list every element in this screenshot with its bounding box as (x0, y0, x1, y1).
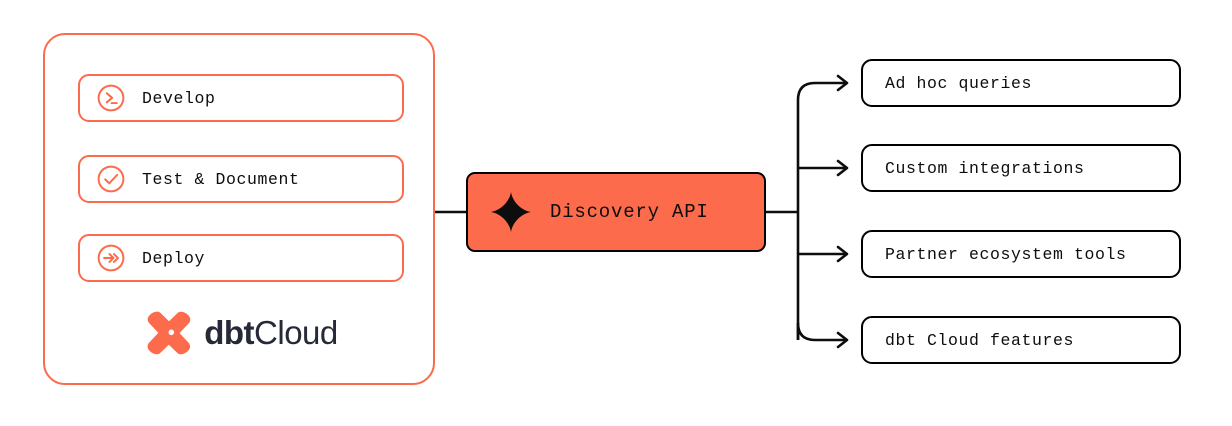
output-box-label: Partner ecosystem tools (885, 244, 1127, 264)
output-box-label: Custom integrations (885, 158, 1085, 178)
terminal-prompt-icon (97, 84, 125, 112)
output-box-dbt-cloud-features[interactable]: dbt Cloud features (861, 316, 1181, 364)
check-circle-icon (97, 165, 125, 193)
connector-branch-1 (796, 81, 846, 101)
cloud-wordmark-light: Cloud (254, 314, 338, 351)
arrowhead-1 (836, 74, 849, 92)
arrowhead-3 (836, 245, 849, 263)
output-box-partner-ecosystem-tools[interactable]: Partner ecosystem tools (861, 230, 1181, 278)
dbt-cloud-wordmark: dbtCloud (204, 314, 338, 352)
dbt-cloud-logo: dbtCloud (78, 305, 404, 361)
dbt-wordmark-bold: dbt (204, 314, 255, 351)
sparkle-icon (490, 191, 532, 233)
stage-card-develop[interactable]: Develop (78, 74, 404, 122)
discovery-api-node[interactable]: Discovery API (466, 172, 766, 252)
stage-card-label: Test & Document (142, 169, 300, 189)
output-box-label: dbt Cloud features (885, 330, 1075, 350)
output-box-custom-integrations[interactable]: Custom integrations (861, 144, 1181, 192)
stage-card-label: Deploy (142, 248, 206, 268)
arrowhead-2 (836, 159, 849, 177)
output-box-ad-hoc-queries[interactable]: Ad hoc queries (861, 59, 1181, 107)
double-chevron-right-icon (97, 244, 125, 272)
discovery-api-label: Discovery API (550, 201, 709, 223)
connector-branch-4 (796, 322, 846, 342)
stage-card-deploy[interactable]: Deploy (78, 234, 404, 282)
stage-card-test-and-document[interactable]: Test & Document (78, 155, 404, 203)
dbt-logo-mark (147, 311, 191, 355)
arrowhead-4 (836, 331, 849, 349)
output-box-label: Ad hoc queries (885, 73, 1033, 93)
stage-card-label: Develop (142, 88, 216, 108)
